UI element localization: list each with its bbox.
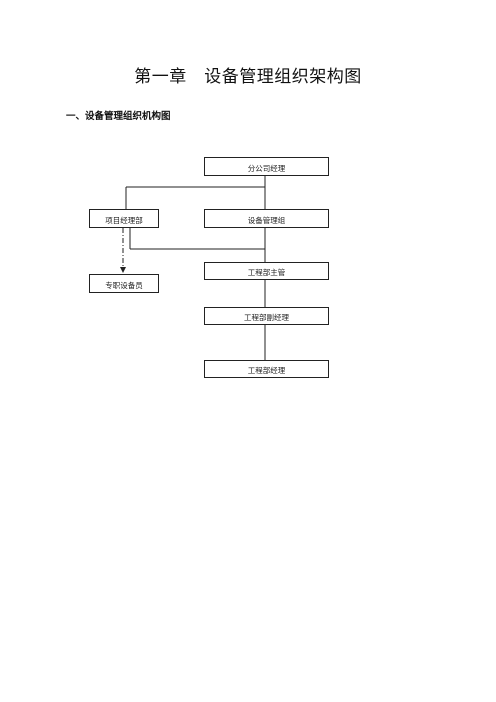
org-node-mgmt: 项目经理部: [89, 209, 159, 228]
arrowhead-staff: [120, 267, 126, 273]
org-node-staff: 专职设备员: [89, 274, 159, 293]
chapter-title: 第一章 设备管理组织架构图: [134, 67, 362, 87]
org-node-eng-head: 工程部主管: [204, 262, 329, 280]
org-node-eng-vice: 工程部副经理: [204, 307, 329, 325]
section-heading: 一、设备管理组织机构图: [66, 111, 171, 122]
org-node-top: 分公司经理: [204, 157, 329, 176]
org-node-eng-mgr: 工程部经理: [204, 360, 329, 378]
org-node-dept: 设备管理组: [204, 209, 329, 228]
